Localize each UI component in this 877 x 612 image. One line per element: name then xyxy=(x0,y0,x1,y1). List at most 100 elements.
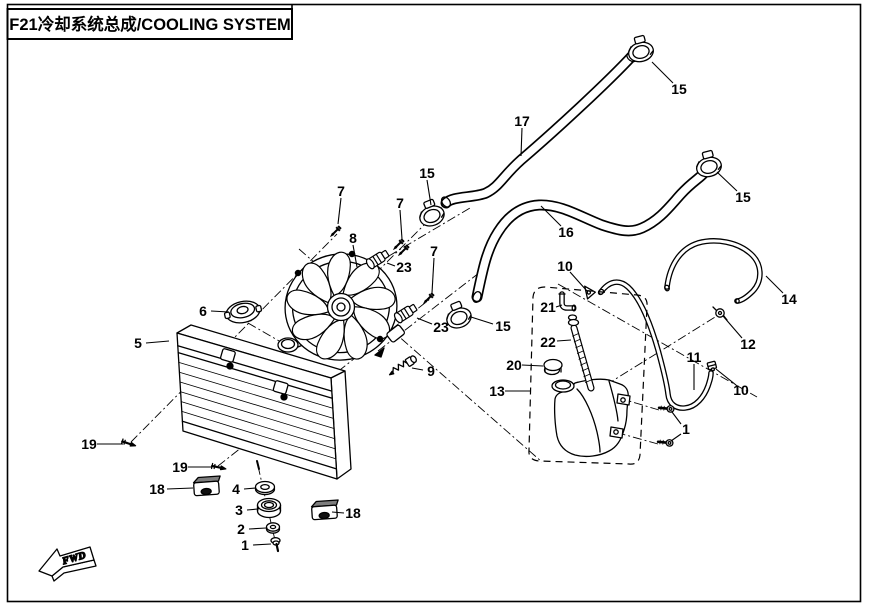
part-label: 16 xyxy=(558,224,574,240)
leader-line xyxy=(540,205,562,227)
leader-line xyxy=(166,487,194,490)
leader-line xyxy=(765,275,784,294)
part-label: 21 xyxy=(540,299,556,315)
construction-line xyxy=(302,204,445,347)
leader-line xyxy=(556,339,572,342)
page-border xyxy=(6,3,862,603)
part-label: 15 xyxy=(671,81,687,97)
temperature-sensor xyxy=(388,355,417,376)
leader-line xyxy=(246,508,259,511)
part-label: 5 xyxy=(134,335,142,351)
part-label: 14 xyxy=(781,291,797,307)
part-label: 2 xyxy=(237,521,245,537)
part-label: 7 xyxy=(396,195,404,211)
construction-line xyxy=(621,433,659,445)
part-label: 6 xyxy=(199,303,207,319)
part-label: 18 xyxy=(345,505,361,521)
nut xyxy=(265,522,281,534)
fan-mount-bolt xyxy=(294,269,302,277)
part-label: 4 xyxy=(232,481,240,497)
part-label: 23 xyxy=(396,259,412,275)
part-label: 15 xyxy=(735,189,751,205)
leader-line xyxy=(426,179,432,206)
bolt xyxy=(270,537,281,553)
leader-line xyxy=(521,364,544,367)
leader-line xyxy=(470,316,494,325)
self-tapping-screw xyxy=(120,438,137,447)
leader-lines xyxy=(97,61,784,546)
radiator-drawing xyxy=(176,324,352,480)
fan-mount-bolt xyxy=(376,335,384,343)
radiator-upper-hose xyxy=(440,49,639,209)
fwd-direction-arrow: FWD xyxy=(38,546,97,582)
leader-line xyxy=(716,171,738,192)
part-label: 1 xyxy=(682,421,690,437)
leader-line xyxy=(520,127,523,157)
leader-line xyxy=(715,368,737,386)
bolt xyxy=(656,439,674,447)
leader-line xyxy=(337,197,342,225)
radiator-lower-hose xyxy=(471,166,711,303)
part-label: 7 xyxy=(337,183,345,199)
leader-line xyxy=(210,310,230,313)
pointer-arrowhead xyxy=(374,347,385,358)
part-label: 18 xyxy=(149,481,165,497)
part-label: 20 xyxy=(506,357,522,373)
part-label: 10 xyxy=(733,382,749,398)
leader-line xyxy=(555,304,563,308)
part-label: 23 xyxy=(433,319,449,335)
reservoir-tank xyxy=(551,378,631,458)
part-label: 19 xyxy=(172,459,188,475)
part-label: 22 xyxy=(540,334,556,350)
part-label: 15 xyxy=(495,318,511,334)
leader-line xyxy=(416,317,433,325)
leader-line xyxy=(722,315,743,339)
part-label: 12 xyxy=(740,336,756,352)
elbow-fitting xyxy=(558,291,577,312)
part-label: 3 xyxy=(235,502,243,518)
construction-line xyxy=(628,400,660,411)
leader-line xyxy=(243,487,257,490)
part-label: 17 xyxy=(514,113,530,129)
washer xyxy=(254,480,276,496)
part-label: 11 xyxy=(687,349,702,365)
leader-line xyxy=(352,244,358,268)
reservoir-hose xyxy=(597,279,714,411)
part-label: 9 xyxy=(427,363,435,379)
title-block: F21冷却系统总成/COOLING SYSTEM xyxy=(6,4,293,40)
part-label: 10 xyxy=(557,258,573,274)
self-tapping-screw xyxy=(210,462,227,471)
reservoir-cap xyxy=(543,358,563,376)
part-label: 13 xyxy=(489,383,505,399)
leader-line xyxy=(670,433,682,442)
leader-line xyxy=(431,257,435,294)
mount-bracket xyxy=(310,499,339,521)
rubber-grommet xyxy=(256,497,282,519)
leader-line xyxy=(252,543,272,546)
spring-clamp xyxy=(706,360,718,372)
part-label: 19 xyxy=(81,436,97,452)
leader-line xyxy=(248,527,267,530)
mount-bracket xyxy=(192,475,221,497)
leader-line xyxy=(411,367,424,371)
radiator-cap xyxy=(223,300,263,324)
page-title: F21冷却系统总成/COOLING SYSTEM xyxy=(9,14,290,34)
leader-line xyxy=(399,209,403,240)
dipstick xyxy=(567,314,595,392)
part-label: 15 xyxy=(419,165,435,181)
vent-hose xyxy=(664,238,763,304)
leader-line xyxy=(671,411,682,425)
reservoir-boundary xyxy=(528,286,648,465)
leader-line xyxy=(569,271,588,292)
leader-line xyxy=(651,61,674,84)
fan-drawing xyxy=(283,248,406,363)
leader-line xyxy=(145,340,170,344)
screw xyxy=(420,291,436,307)
part-label: 1 xyxy=(241,537,249,553)
part-label: 7 xyxy=(430,243,438,259)
screw xyxy=(390,237,406,253)
construction-line xyxy=(576,313,721,404)
